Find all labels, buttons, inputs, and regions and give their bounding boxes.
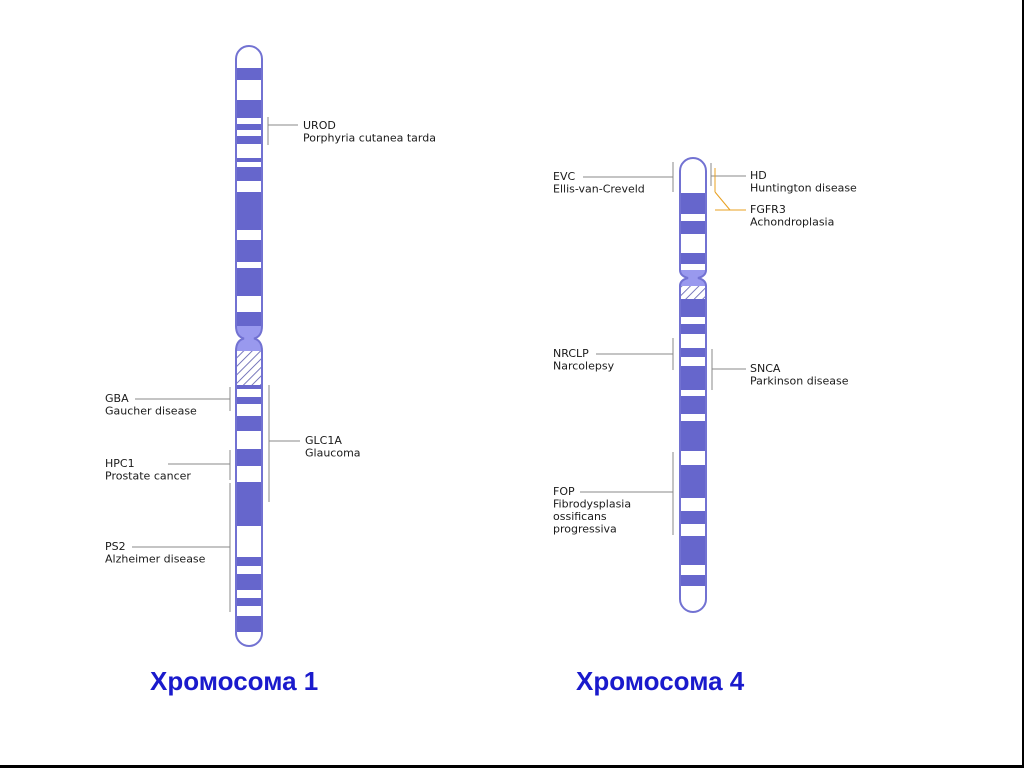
disease-name: Achondroplasia <box>750 216 834 229</box>
chromosome-band <box>236 574 262 590</box>
disease-name: Ellis-van-Creveld <box>553 183 645 196</box>
chromosome-band <box>236 416 262 431</box>
chromosome-band <box>680 536 706 565</box>
disease-name: Huntington disease <box>750 182 857 195</box>
chromosome-band <box>236 482 262 526</box>
gene-symbol: UROD <box>303 119 336 132</box>
chromosome-band <box>680 396 706 414</box>
heterochromatin-region <box>680 286 706 299</box>
disease-name: Fibrodysplasia <box>553 498 631 511</box>
chromosome-1 <box>235 45 263 647</box>
disease-name: Gaucher disease <box>105 405 197 418</box>
chromosome-4-caption: Хромосома 4 <box>576 666 745 696</box>
chromosome-outline <box>235 45 263 647</box>
chromosome-band <box>236 557 262 566</box>
chromosome-band <box>680 465 706 498</box>
disease-name: Alzheimer disease <box>105 553 206 566</box>
gene-symbol: FOP <box>553 485 575 498</box>
gene-symbol: NRCLP <box>553 347 589 360</box>
chromosome-band <box>680 348 706 357</box>
gene-symbol: GLC1A <box>305 434 342 447</box>
chromosome-band <box>236 385 262 389</box>
chromosome-band <box>680 366 706 390</box>
disease-name: ossificans <box>553 510 607 523</box>
chromosome-band <box>236 68 262 80</box>
gene-symbol: GBA <box>105 392 129 405</box>
disease-name: Porphyria cutanea tarda <box>303 132 436 145</box>
chromosome-band <box>680 575 706 586</box>
gene-symbol: PS2 <box>105 540 126 553</box>
disease-name: Prostate cancer <box>105 470 191 483</box>
gene-symbol: HD <box>750 169 767 182</box>
disease-name: Glaucoma <box>305 447 361 460</box>
gene-symbol: FGFR3 <box>750 203 786 216</box>
chromosome-1-caption: Хромосома 1 <box>150 666 319 696</box>
chromosome-band <box>236 158 262 162</box>
chromosome-band <box>236 136 262 144</box>
centromere <box>236 326 262 351</box>
chromosome-outline <box>679 157 707 613</box>
chromosome-band <box>680 193 706 214</box>
leader-line <box>714 191 731 211</box>
chromosome-band <box>680 324 706 334</box>
chromosome-band <box>236 268 262 296</box>
chromosome-band <box>236 312 262 326</box>
chromosome-band <box>680 511 706 524</box>
chromosome-band <box>680 221 706 234</box>
disease-name: Parkinson disease <box>750 375 849 388</box>
disease-name: progressiva <box>553 523 617 536</box>
chromosome-band <box>236 397 262 404</box>
chromosome-band <box>236 598 262 606</box>
chromosome-4 <box>679 157 707 613</box>
disease-name: Narcolepsy <box>553 360 615 373</box>
chromosome-band <box>680 299 706 317</box>
chromosome-band <box>236 124 262 130</box>
gene-symbol: HPC1 <box>105 457 135 470</box>
chromosome-band <box>236 449 262 466</box>
chromosome-band <box>236 192 262 230</box>
gene-symbol: EVC <box>553 170 575 183</box>
chromosome-band <box>236 616 262 632</box>
gene-symbol: SNCA <box>750 362 781 375</box>
chromosome-band <box>236 167 262 181</box>
chromosome-band <box>236 240 262 262</box>
heterochromatin-region <box>236 351 262 385</box>
chromosome-band <box>680 253 706 264</box>
chromosome-band <box>236 100 262 118</box>
chromosome-band <box>680 421 706 451</box>
centromere <box>680 270 706 286</box>
